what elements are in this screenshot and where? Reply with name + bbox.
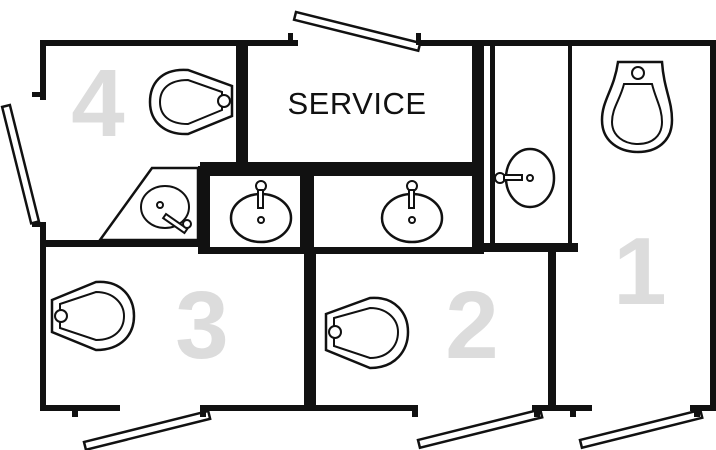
bottom-wall-3 xyxy=(40,405,120,411)
faucet-icon xyxy=(257,189,264,209)
wall-sink-left-box xyxy=(198,166,210,252)
left-wall-lower xyxy=(40,222,46,411)
interior-walls xyxy=(40,40,578,410)
left-wall-upper xyxy=(40,40,46,100)
wall-sink-box-top xyxy=(200,170,478,176)
wall-stall4-bottom xyxy=(40,240,210,247)
toilet-stall-2 xyxy=(324,296,410,370)
bottom-wall-2 xyxy=(532,405,592,411)
top-wall-left xyxy=(40,40,298,46)
door-stall-4[interactable] xyxy=(0,92,44,227)
sink-basin-icon xyxy=(140,185,190,229)
doors xyxy=(0,10,704,450)
service-room-label: SERVICE xyxy=(287,86,426,121)
door-stall-1[interactable] xyxy=(570,405,704,450)
stall-number-3: 3 xyxy=(175,272,228,379)
top-wall-right xyxy=(418,40,716,46)
stall-number-1: 1 xyxy=(613,218,666,325)
door-service[interactable] xyxy=(288,10,422,53)
bottom-wall-1 xyxy=(690,405,716,411)
wall-stall1-shelf xyxy=(474,243,578,252)
stall-number-4: 4 xyxy=(71,50,124,157)
wall-sink-box-bottom xyxy=(198,247,484,254)
sink-middle xyxy=(380,180,444,244)
toilet-stall-3 xyxy=(50,280,136,352)
wall-service-right xyxy=(472,40,484,250)
wall-stall1-left xyxy=(568,40,572,250)
wall-stall4-service xyxy=(236,40,248,168)
wall-stall2-stall1 xyxy=(548,250,556,407)
faucet-icon xyxy=(408,189,415,209)
door-stall-2[interactable] xyxy=(412,405,544,450)
wall-stall3-stall2 xyxy=(304,254,316,410)
stall-number-2: 2 xyxy=(445,272,498,379)
right-wall xyxy=(710,40,716,411)
faucet-icon xyxy=(503,174,523,181)
wall-sink-divider xyxy=(300,172,314,252)
corner-sink-stall-4 xyxy=(97,166,200,242)
toilet-stall-4 xyxy=(148,68,234,136)
door-stall-3[interactable] xyxy=(72,405,212,450)
toilet-stall-1 xyxy=(600,60,674,154)
faucet-icon xyxy=(161,212,189,235)
wall-sink-room-right xyxy=(490,40,495,250)
wall-service-bottom xyxy=(200,162,478,170)
sink-right-wall xyxy=(494,147,556,209)
sink-left xyxy=(229,180,293,244)
